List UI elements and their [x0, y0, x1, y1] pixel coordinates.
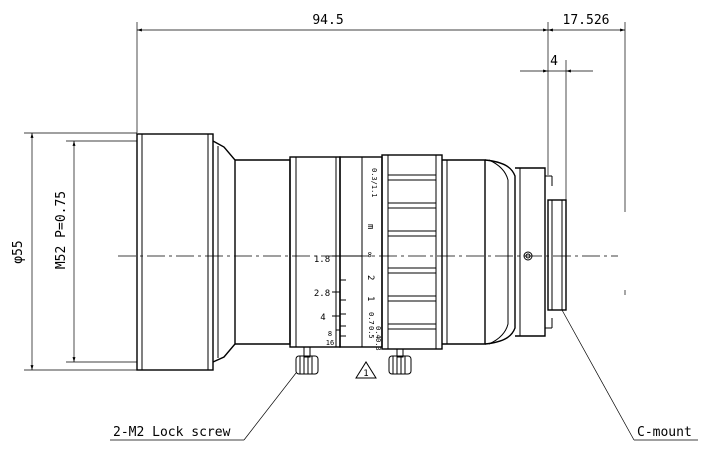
- focus-scale: 0.3/1.1 m ∞ 2 1 0.7 0.5 0.4 0.3: [340, 168, 382, 351]
- dim-filter-thread: M52 P=0.75: [54, 140, 137, 363]
- dim-overall-length: 94.5: [136, 13, 549, 175]
- lock-screw-label: 2-M2 Lock screw: [113, 425, 231, 440]
- filter-thread-label: M52 P=0.75: [54, 191, 69, 269]
- aperture-8: 8: [328, 330, 332, 338]
- aperture-16: 16: [326, 339, 334, 347]
- dim-flange-back: 17.526: [548, 13, 626, 295]
- aperture-2-8: 2.8: [314, 289, 330, 299]
- c-mount-label: C-mount: [637, 425, 692, 440]
- aperture-4: 4: [320, 313, 325, 323]
- lock-screw-left: [295, 346, 319, 375]
- focus-0-7: 0.7: [367, 312, 375, 325]
- c-mount-thread: [547, 199, 567, 311]
- focus-1: 1: [365, 296, 375, 301]
- focus-0-5: 0.5: [367, 326, 375, 339]
- dim-outer-diameter: φ55: [11, 132, 137, 371]
- lock-screw-right: [388, 348, 412, 375]
- warning-number: 1: [363, 369, 368, 379]
- focus-ring: [381, 154, 443, 350]
- overall-length-label: 94.5: [312, 13, 343, 28]
- lens-body: [136, 133, 567, 371]
- aperture-ring: [289, 156, 341, 348]
- focus-ring-marking: 0.3/1.1: [370, 168, 378, 198]
- outer-diameter-label: φ55: [11, 240, 26, 263]
- dim-thread-length: 4: [520, 54, 593, 200]
- callout-lock-screw: 2-M2 Lock screw: [110, 372, 297, 441]
- rear-barrel: [442, 159, 486, 345]
- focus-infinity: ∞: [364, 252, 374, 258]
- aperture-scale: 1.8 2.8 4 8 16: [314, 255, 340, 347]
- focus-0-4: 0.4: [374, 326, 382, 339]
- knurl-grooves: [387, 174, 437, 330]
- thread-length-label: 4: [550, 54, 558, 69]
- callout-c-mount: C-mount: [561, 309, 698, 441]
- front-barrel: [136, 133, 214, 371]
- focus-unit: m: [365, 224, 375, 229]
- mid-barrel: [235, 159, 291, 345]
- flange-back-label: 17.526: [563, 13, 610, 28]
- tapered-section: [212, 140, 236, 363]
- focus-0-3: 0.3: [374, 338, 382, 351]
- rear-step: [515, 167, 546, 337]
- warning-triangle-icon: 1: [355, 361, 377, 379]
- focus-2: 2: [365, 275, 375, 280]
- aperture-1-8: 1.8: [314, 255, 330, 265]
